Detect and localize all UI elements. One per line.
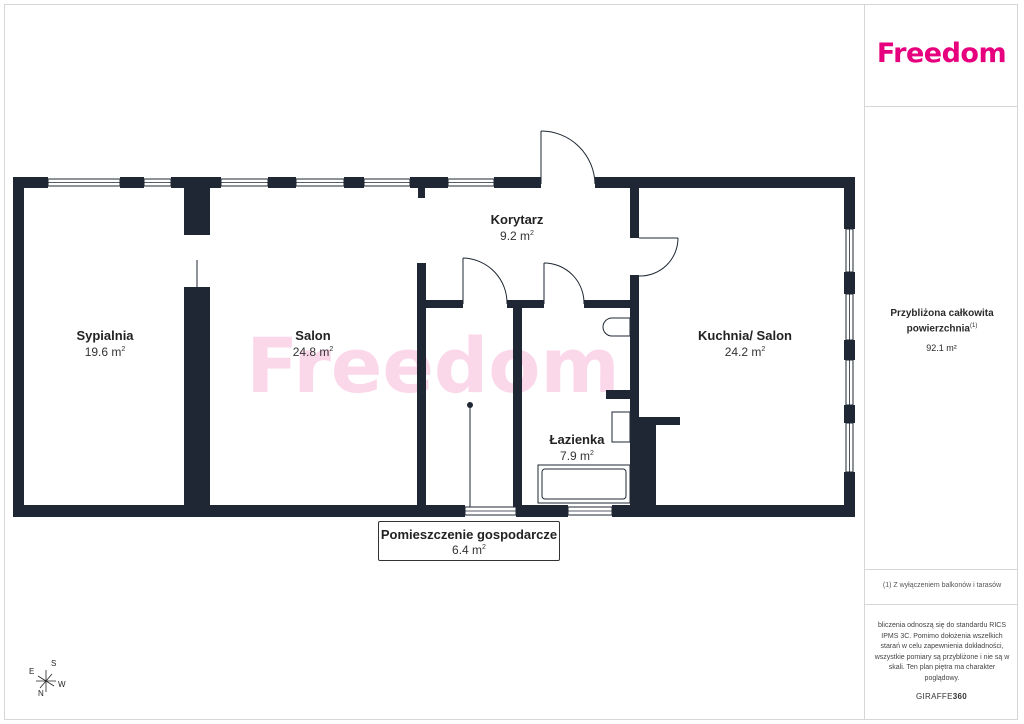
footnote-marker: (1) xyxy=(970,323,978,329)
divider xyxy=(865,569,1018,570)
room-kuchnia-salon: Kuchnia/ Salon 24.2 m2 xyxy=(645,328,845,359)
room-name: Salon xyxy=(295,328,331,343)
room-lazienka: Łazienka 7.9 m2 xyxy=(477,432,677,463)
bathroom-fixtures xyxy=(537,317,631,504)
room-sypialnia: Sypialnia 19.6 m2 xyxy=(5,328,205,359)
page-frame xyxy=(4,4,1018,720)
divider xyxy=(865,604,1018,605)
room-name: Sypialnia xyxy=(76,328,134,343)
unit-sup: 2 xyxy=(121,346,126,353)
room-name: Łazienka xyxy=(549,432,605,447)
total-area-label: Przybliżona całkowita powierzchnia(1) xyxy=(890,308,994,335)
room-pomieszczenie-gospodarcze: Pomieszczenie gospodarcze 6.4 m2 xyxy=(378,521,560,561)
unit-sup: 2 xyxy=(329,346,334,353)
floor-plan: Freedom xyxy=(13,130,855,692)
unit-sup: 2 xyxy=(590,450,594,457)
room-korytarz: Korytarz 9.2 m2 xyxy=(417,212,617,243)
room-area: 6.4 m xyxy=(452,543,483,557)
walls xyxy=(13,177,855,517)
room-salon: Salon 24.8 m2 xyxy=(213,328,413,359)
giraffe360-logo: GIRAFFE360 xyxy=(915,692,968,701)
watermark-logo: Freedom xyxy=(246,321,619,410)
room-area: 9.2 m xyxy=(500,229,531,243)
total-area-value: 92.1 m² xyxy=(926,343,957,353)
compass-w: W xyxy=(58,680,66,689)
compass-n: N xyxy=(38,689,44,698)
room-area: 19.6 m xyxy=(84,345,122,359)
brand-logo: Freedom xyxy=(876,38,1007,69)
room-area: 7.9 m xyxy=(560,449,591,463)
room-name: Pomieszczenie gospodarcze xyxy=(380,527,558,542)
compass-e: E xyxy=(29,667,35,676)
footnote: (1) Z wyłączeniem balkonów i tarasów xyxy=(882,582,1002,589)
room-name: Korytarz xyxy=(490,212,544,227)
room-area: 24.2 m xyxy=(724,345,762,359)
room-area: 24.8 m xyxy=(292,345,330,359)
room-name: Kuchnia/ Salon xyxy=(698,328,792,343)
info-sidebar: Freedom Przybliżona całkowita powierzchn… xyxy=(864,4,1018,720)
doors xyxy=(196,130,679,305)
compass-rose xyxy=(36,670,56,692)
compass-s: S xyxy=(51,659,57,668)
unit-sup: 2 xyxy=(482,544,486,551)
unit-sup: 2 xyxy=(530,230,534,237)
divider xyxy=(865,106,1018,107)
disclaimer: bliczenia odnoszą się do standardu RICS … xyxy=(874,622,1010,682)
unit-sup: 2 xyxy=(761,346,766,353)
